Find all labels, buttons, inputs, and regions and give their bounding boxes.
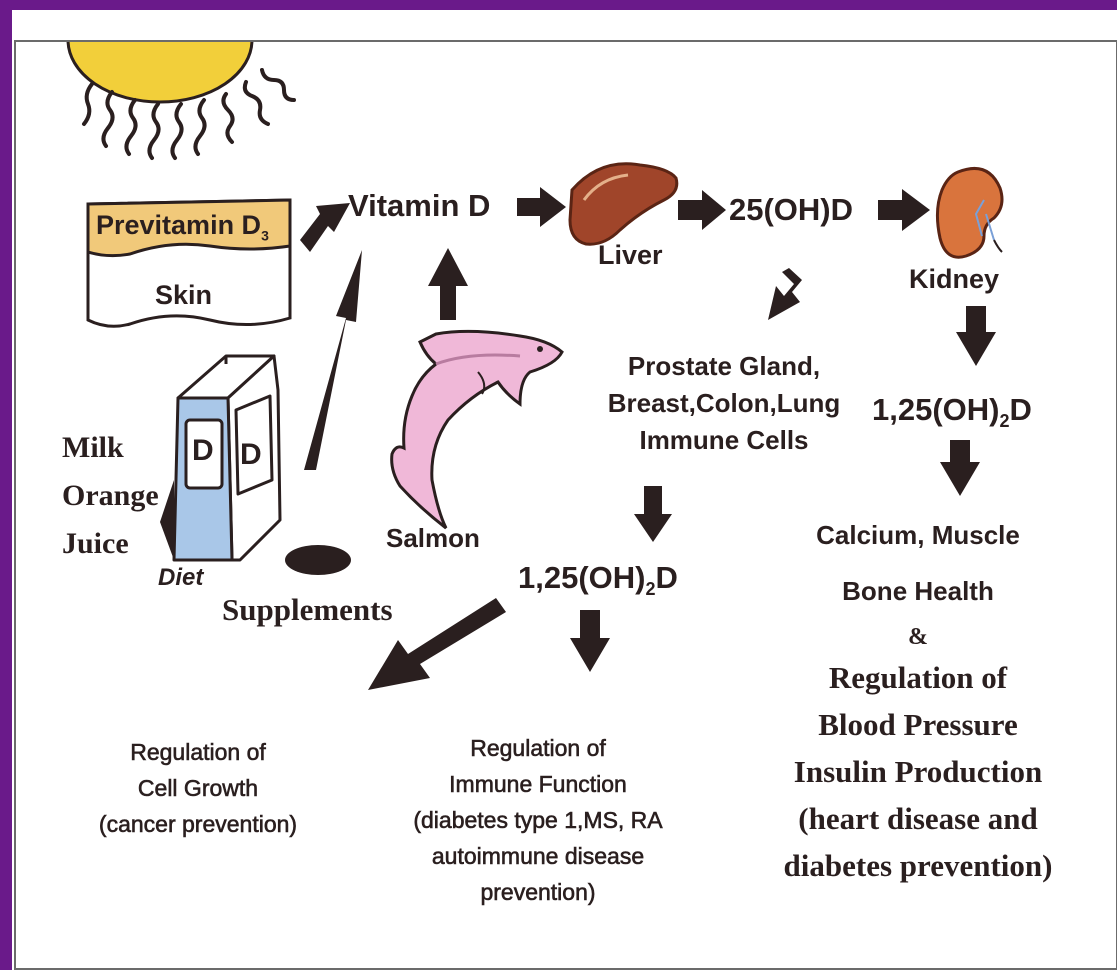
sun-icon [68, 0, 252, 102]
calcidiol-label: 25(OH)D [729, 192, 853, 228]
arrow-liver-to-calcidiol [678, 190, 726, 230]
calcitriol-subscript: 2 [999, 411, 1009, 431]
previtamin-label: Previtamin D3 [96, 210, 269, 243]
previtamin-subscript: 3 [261, 227, 269, 243]
calcitriol-text-end: D [1010, 392, 1032, 427]
milk-orange-juice-label: Milk Orange Juice [62, 424, 159, 568]
orange-text: Orange [62, 472, 159, 520]
cell-growth-line: Regulation of [99, 734, 297, 770]
carton-letter-front: D [192, 434, 214, 468]
effects-line: (heart disease and [784, 795, 1053, 842]
arrow-calcitriol-down [940, 440, 980, 496]
kidney-effects-lower: & Regulation of Blood Pressure Insulin P… [784, 620, 1053, 889]
arrow-calcidiol-to-kidney [878, 189, 930, 231]
liver-icon [570, 164, 677, 244]
supplements-label: Supplements [222, 592, 393, 628]
arrow-tissues-to-calcitriol [634, 486, 672, 542]
calcitriol-text-end: D [656, 560, 678, 595]
effects-line: Calcium, Muscle [816, 507, 1020, 563]
calcitriol-subscript: 2 [645, 579, 655, 599]
effects-line: Insulin Production [784, 748, 1053, 795]
cell-growth-line: Cell Growth [99, 770, 297, 806]
effects-line: Bone Health [816, 563, 1020, 619]
tissues-line: Breast,Colon,Lung [608, 385, 841, 422]
effects-line: Regulation of [784, 654, 1053, 701]
salmon-icon [392, 331, 562, 528]
kidney-effects-upper: Calcium, Muscle Bone Health [816, 507, 1020, 619]
calcitriol-kidney-label: 1,25(OH)2D [872, 392, 1032, 432]
immune-line: (diabetes type 1,MS, RA [413, 802, 662, 838]
tissues-line: Prostate Gland, [608, 348, 841, 385]
tissues-line: Immune Cells [608, 422, 841, 459]
arrow-salmon-to-vitamin-d [428, 248, 468, 320]
arrow-calcidiol-to-tissues [768, 268, 802, 320]
tissues-label: Prostate Gland, Breast,Colon,Lung Immune… [608, 348, 841, 459]
juice-text: Juice [62, 520, 159, 568]
previtamin-text: Previtamin D [96, 210, 261, 240]
calcitriol-text: 1,25(OH) [518, 560, 645, 595]
milk-carton-icon [160, 356, 280, 560]
cell-growth-line: (cancer prevention) [99, 806, 297, 842]
arrow-vitamin-d-to-liver [517, 187, 566, 227]
carton-letter-side: D [240, 438, 262, 472]
arrow-skin-to-vitamin-d [300, 203, 350, 252]
vitamin-d-label: Vitamin D [348, 188, 490, 224]
calcitriol-text: 1,25(OH) [872, 392, 999, 427]
salmon-label: Salmon [386, 523, 480, 554]
supplement-pill-icon [285, 545, 351, 575]
arrow-kidney-down [956, 306, 996, 366]
liver-label: Liver [598, 240, 663, 271]
calcitriol-tissue-label: 1,25(OH)2D [518, 560, 678, 600]
cell-growth-label: Regulation of Cell Growth (cancer preven… [99, 734, 297, 842]
effects-ampersand: & [784, 620, 1053, 654]
effects-line: diabetes prevention) [784, 842, 1053, 889]
kidney-icon [937, 168, 1002, 257]
effects-line: Blood Pressure [784, 701, 1053, 748]
milk-text: Milk [62, 424, 159, 472]
diet-label: Diet [158, 564, 203, 592]
immune-function-label: Regulation of Immune Function (diabetes … [413, 730, 662, 910]
arrow-calcitriol-to-immune [570, 610, 610, 672]
immune-line: prevention) [413, 874, 662, 910]
arrow-diet-to-vitamin-d [304, 250, 362, 470]
immune-line: Immune Function [413, 766, 662, 802]
immune-line: Regulation of [413, 730, 662, 766]
skin-label: Skin [155, 280, 212, 311]
immune-line: autoimmune disease [413, 838, 662, 874]
kidney-label: Kidney [909, 264, 999, 295]
